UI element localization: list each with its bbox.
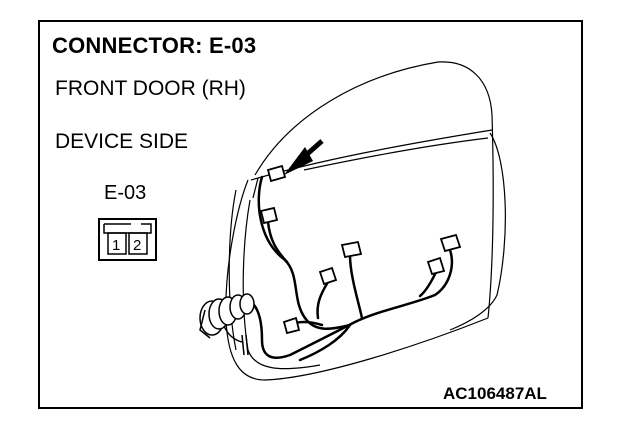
harness-connector	[318, 266, 338, 286]
harness-connectors	[259, 164, 462, 335]
figure-code: AC106487AL	[443, 384, 547, 404]
connector-e03-mount	[266, 164, 287, 183]
harness-connector	[439, 233, 462, 253]
connector-title: CONNECTOR: E-03	[52, 33, 257, 58]
figure-code-suffix: AL	[524, 384, 547, 403]
connector-face-symbol: 1 2	[98, 218, 157, 261]
location-arrow	[284, 139, 324, 175]
harness-connector	[340, 240, 363, 259]
harness-connector	[426, 256, 446, 276]
door-panel	[225, 61, 506, 381]
connector-id-label: E-03	[104, 182, 147, 204]
grommet	[199, 293, 255, 356]
wire-harness	[246, 175, 454, 362]
harness-connector	[282, 316, 301, 335]
side-label: DEVICE SIDE	[55, 130, 189, 153]
diagram-frame	[38, 20, 583, 409]
pin-1-label: 1	[112, 237, 120, 254]
figure-code-number: AC106487	[443, 384, 525, 403]
location-label: FRONT DOOR (RH)	[55, 77, 246, 100]
harness-connector	[259, 206, 279, 225]
pin-2-label: 2	[133, 237, 141, 254]
